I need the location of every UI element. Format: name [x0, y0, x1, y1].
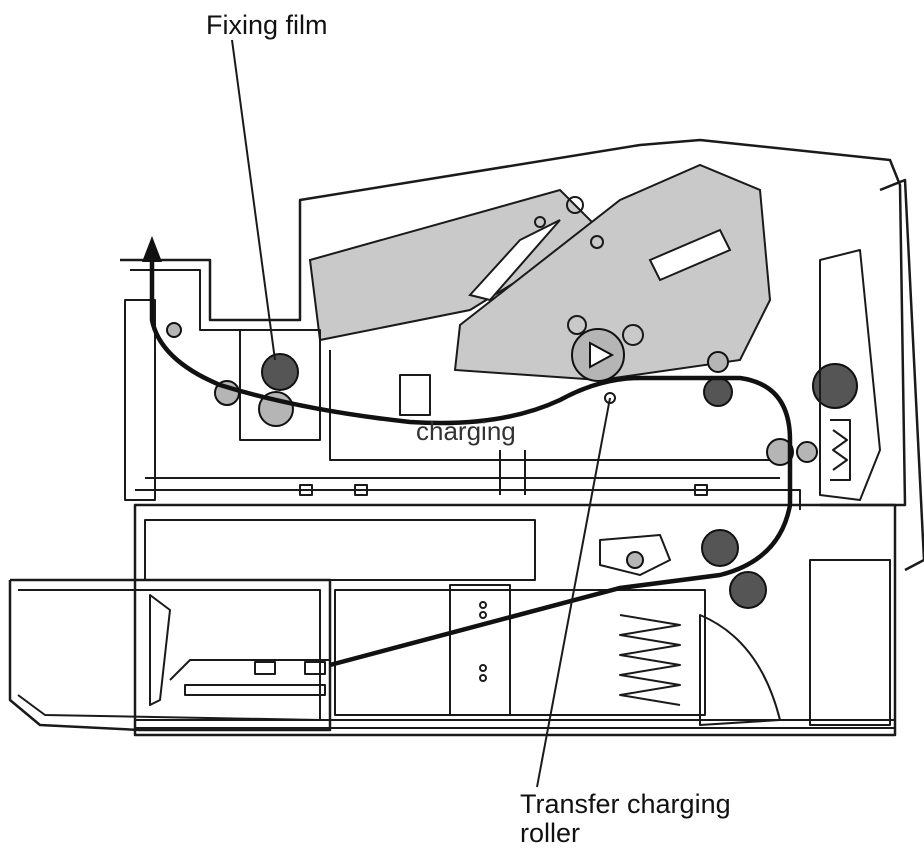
printer-base-frame [133, 503, 897, 737]
main-body-frame [120, 138, 907, 510]
lower-frame [334, 559, 891, 726]
right-cover [819, 178, 924, 572]
leader-lines [231, 39, 611, 788]
transfer-roller-label: roller [520, 818, 581, 848]
paper-cassette [8, 578, 332, 732]
fixing-film-label: Fixing film [206, 10, 328, 40]
transfer-charging-label: Transfer charging [520, 789, 731, 819]
fixing-assembly [166, 322, 321, 441]
paper-path [142, 236, 793, 668]
toner-cartridge [308, 163, 772, 382]
photosensitive-drum [571, 328, 625, 382]
feed-rollers [599, 351, 858, 609]
charging-label: charging [416, 416, 516, 446]
